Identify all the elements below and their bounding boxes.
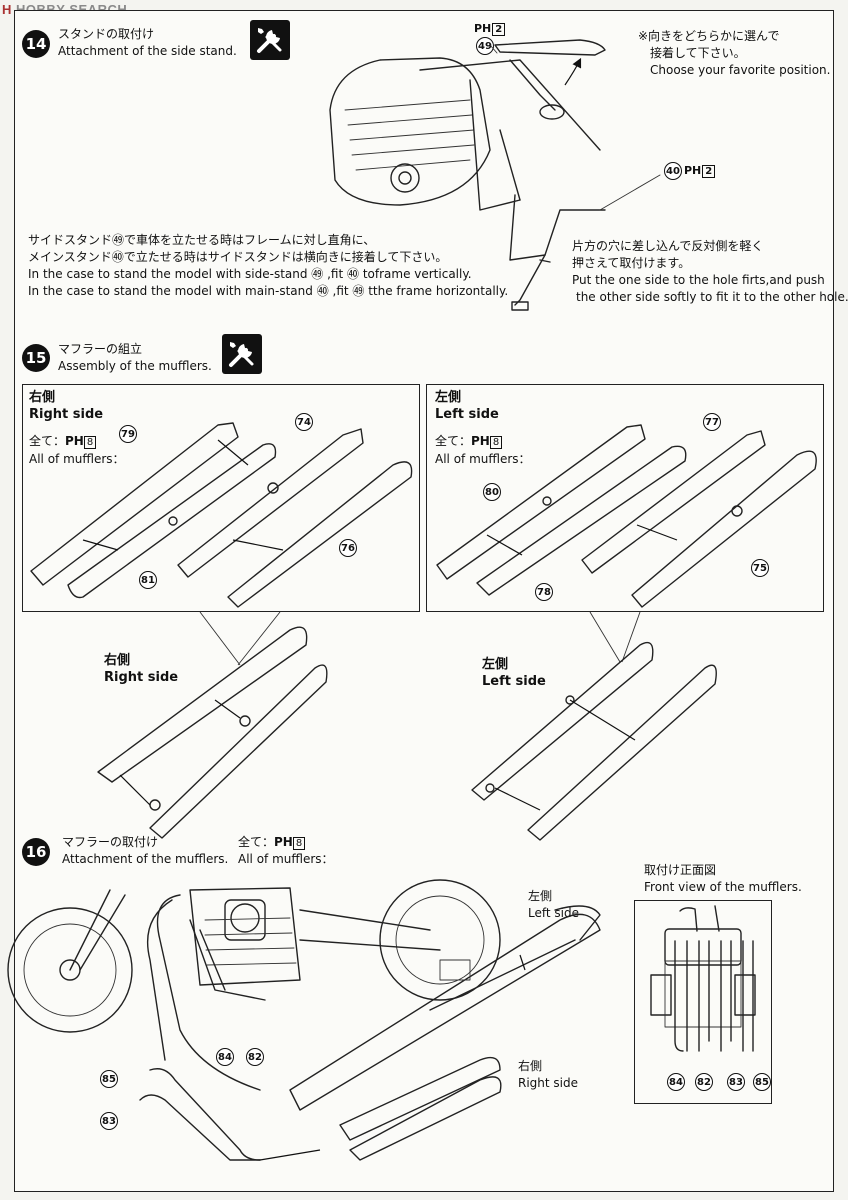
paint-label: PH: [684, 164, 702, 177]
left-box-paint-en: All of mufflers：: [435, 452, 531, 466]
part-callout-78: 78: [535, 583, 553, 601]
left-box-title-en: Left side: [435, 407, 499, 422]
paint-label: PH: [274, 835, 293, 849]
instruction-en-1: In the case to stand the model with side…: [28, 267, 472, 281]
muffler-attachment-illustration: [7, 879, 601, 1161]
part-callout-81: 81: [139, 571, 157, 589]
paint-label: PH: [471, 434, 490, 448]
step-16-paint-en: All of mufflers：: [238, 852, 334, 866]
right-side-en: Right side: [518, 1076, 578, 1090]
watermark-logo: H: [2, 2, 12, 17]
part-callout-80: 80: [483, 483, 501, 501]
paint-label: PH: [474, 22, 492, 35]
paint-code: 8: [489, 436, 503, 449]
paint-code: 8: [292, 837, 306, 850]
part-callout-49: 49: [476, 37, 494, 55]
front-view-title-en: Front view of the mufflers.: [644, 880, 802, 894]
front-part-callout-83: 83: [727, 1073, 745, 1091]
part-callout-84: 84: [216, 1048, 234, 1066]
step-14-title-en: Attachment of the side stand.: [58, 44, 237, 58]
instruction-en-2: In the case to stand the model with main…: [28, 284, 509, 298]
front-part-callout-84: 84: [667, 1073, 685, 1091]
front-view-title-jp: 取付け正面図: [644, 863, 717, 877]
front-part-callout-82: 82: [695, 1073, 713, 1091]
paint-prefix: 全て：: [238, 835, 275, 849]
side-stand-illustration: [329, 39, 661, 311]
part-callout-76: 76: [339, 539, 357, 557]
instruction-jp-1: サイドスタンド㊾で車体を立たせる時はフレームに対し直角に、: [28, 233, 376, 247]
step-15-number: 15: [22, 344, 50, 372]
part-callout-79: 79: [119, 425, 137, 443]
left-result-title-jp: 左側: [482, 657, 509, 672]
note-en: Choose your favorite position.: [650, 63, 831, 77]
step-15-title-jp: マフラーの組立: [58, 342, 143, 356]
right-box-paint-en: All of mufflers：: [29, 452, 125, 466]
step-16-title-en: Attachment of the mufflers.: [62, 852, 229, 866]
part-callout-82: 82: [246, 1048, 264, 1066]
wrench-screwdriver-icon: [222, 334, 262, 374]
part-callout-75: 75: [751, 559, 769, 577]
paint-label: PH: [65, 434, 84, 448]
fit-en-2: the other side softly to fit it to the o…: [576, 290, 848, 304]
fit-jp-2: 押さえて取付けます。: [572, 256, 691, 270]
part-callout-77: 77: [703, 413, 721, 431]
wrench-screwdriver-icon: [250, 20, 290, 60]
front-part-callout-85: 85: [753, 1073, 771, 1091]
left-result-title-en: Left side: [482, 674, 546, 689]
right-side-jp: 右側: [518, 1059, 543, 1073]
paint-code: 8: [83, 436, 97, 449]
paint-code: 2: [492, 23, 506, 36]
paint-prefix: 全て：: [29, 434, 66, 448]
step-14-number: 14: [22, 30, 50, 58]
right-box-title-jp: 右側: [29, 390, 56, 405]
front-view-box: 84 82 83 85: [634, 900, 772, 1104]
step-16-number: 16: [22, 838, 50, 866]
paint-prefix: 全て：: [435, 434, 472, 448]
fit-en-1: Put the one side to the hole firts,and p…: [572, 273, 825, 287]
note-jp-1: ※向きをどちらかに選んで: [638, 29, 780, 43]
left-muffler-parts-drawing: [436, 424, 817, 608]
front-view-drawing: [650, 905, 756, 1052]
part-callout-83: 83: [100, 1112, 118, 1130]
left-box-title-jp: 左側: [435, 390, 462, 405]
part-callout-85: 85: [100, 1070, 118, 1088]
right-result-title-jp: 右側: [104, 653, 131, 668]
right-box-title-en: Right side: [29, 407, 104, 422]
step-14-title-jp: スタンドの取付け: [58, 27, 155, 41]
step-15-title-en: Assembly of the mufflers.: [58, 359, 212, 373]
note-jp-2: 接着して下さい。: [650, 46, 746, 60]
instruction-jp-2: メインスタンド㊵で立たせる時はサイドスタンドは横向きに接着して下さい。: [28, 250, 448, 264]
part-callout-74: 74: [295, 413, 313, 431]
right-muffler-parts-drawing: [30, 422, 413, 608]
assembled-mufflers-drawing: [97, 611, 717, 841]
left-side-jp: 左側: [528, 889, 553, 903]
part-callout-40: 40: [664, 162, 682, 180]
fit-jp-1: 片方の穴に差し込んで反対側を軽く: [572, 239, 764, 253]
paint-code: 2: [702, 165, 716, 178]
right-result-title-en: Right side: [104, 670, 179, 685]
step-16-title-jp: マフラーの取付け: [62, 835, 159, 849]
